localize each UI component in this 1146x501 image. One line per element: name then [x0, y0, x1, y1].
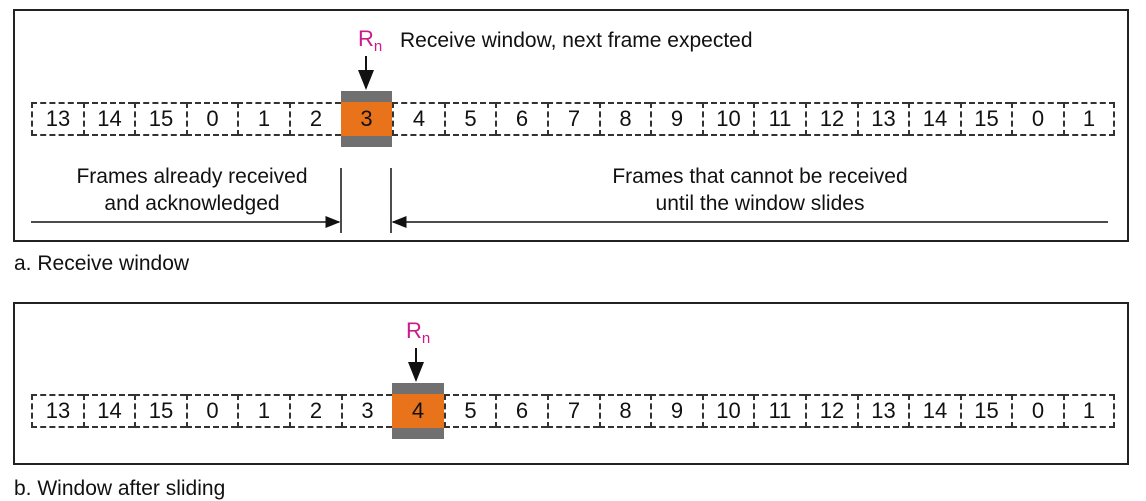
- frame-cell: 14: [908, 394, 960, 428]
- frame-cell: 5: [444, 102, 495, 136]
- frame-cell: 1: [1063, 394, 1115, 428]
- frame-cell: 2: [289, 102, 341, 136]
- frame-cell: 15: [960, 394, 1011, 428]
- frame-cell: 11: [753, 102, 805, 136]
- frame-cell: 13: [857, 394, 908, 428]
- frame-cell: 1: [237, 394, 289, 428]
- frame-cell: 5: [444, 394, 495, 428]
- frame-cell: 4: [392, 102, 444, 136]
- frame-cell: 13: [31, 102, 83, 136]
- expected-frame-cell: 3: [341, 102, 392, 136]
- frame-cell: 0: [186, 394, 237, 428]
- window-after-sliding-panel: [13, 302, 1129, 465]
- frame-cell: 15: [134, 394, 186, 428]
- frame-cell: 14: [908, 102, 960, 136]
- frame-cell: 11: [753, 394, 805, 428]
- frame-cell: 2: [289, 394, 341, 428]
- rn-pointer-label: Rn: [406, 318, 431, 347]
- frame-cell: 13: [31, 394, 83, 428]
- frame-cell: 15: [134, 102, 186, 136]
- frame-cell: 8: [599, 102, 650, 136]
- frame-cell: 10: [702, 102, 753, 136]
- rn-pointer-label: Rn: [358, 26, 383, 55]
- note-line: until the window slides: [655, 192, 865, 215]
- note-line: Frames that cannot be received: [612, 165, 908, 188]
- frame-cell: 7: [547, 394, 599, 428]
- frame-cell: 14: [83, 394, 134, 428]
- frame-cell: 12: [805, 102, 857, 136]
- caption-b: b. Window after sliding: [14, 477, 226, 500]
- pointer-note: Receive window, next frame expected: [400, 29, 753, 52]
- frame-cell: 14: [83, 102, 134, 136]
- note-line: Frames already received: [76, 165, 308, 188]
- frame-cell: 15: [960, 102, 1011, 136]
- frame-cell: 1: [237, 102, 289, 136]
- frame-cell: 6: [495, 102, 547, 136]
- frame-cell: 7: [547, 102, 599, 136]
- frame-cell: 6: [495, 394, 547, 428]
- already-received-note: Frames already received and acknowledged: [58, 163, 326, 217]
- frame-cell: 0: [186, 102, 237, 136]
- frame-cell: 0: [1011, 394, 1063, 428]
- frame-cell: 1: [1063, 102, 1115, 136]
- frame-cell: 9: [650, 102, 702, 136]
- frame-cell: 0: [1011, 102, 1063, 136]
- receive-window-panel: [13, 9, 1129, 242]
- caption-a: a. Receive window: [14, 252, 190, 275]
- frame-cell: 3: [341, 394, 392, 428]
- note-line: and acknowledged: [104, 192, 280, 215]
- cannot-receive-note: Frames that cannot be received until the…: [590, 163, 930, 217]
- frame-cell: 12: [805, 394, 857, 428]
- frame-cell: 8: [599, 394, 650, 428]
- frame-cell: 9: [650, 394, 702, 428]
- expected-frame-cell: 4: [392, 394, 444, 428]
- frame-cell: 13: [857, 102, 908, 136]
- frame-cell: 10: [702, 394, 753, 428]
